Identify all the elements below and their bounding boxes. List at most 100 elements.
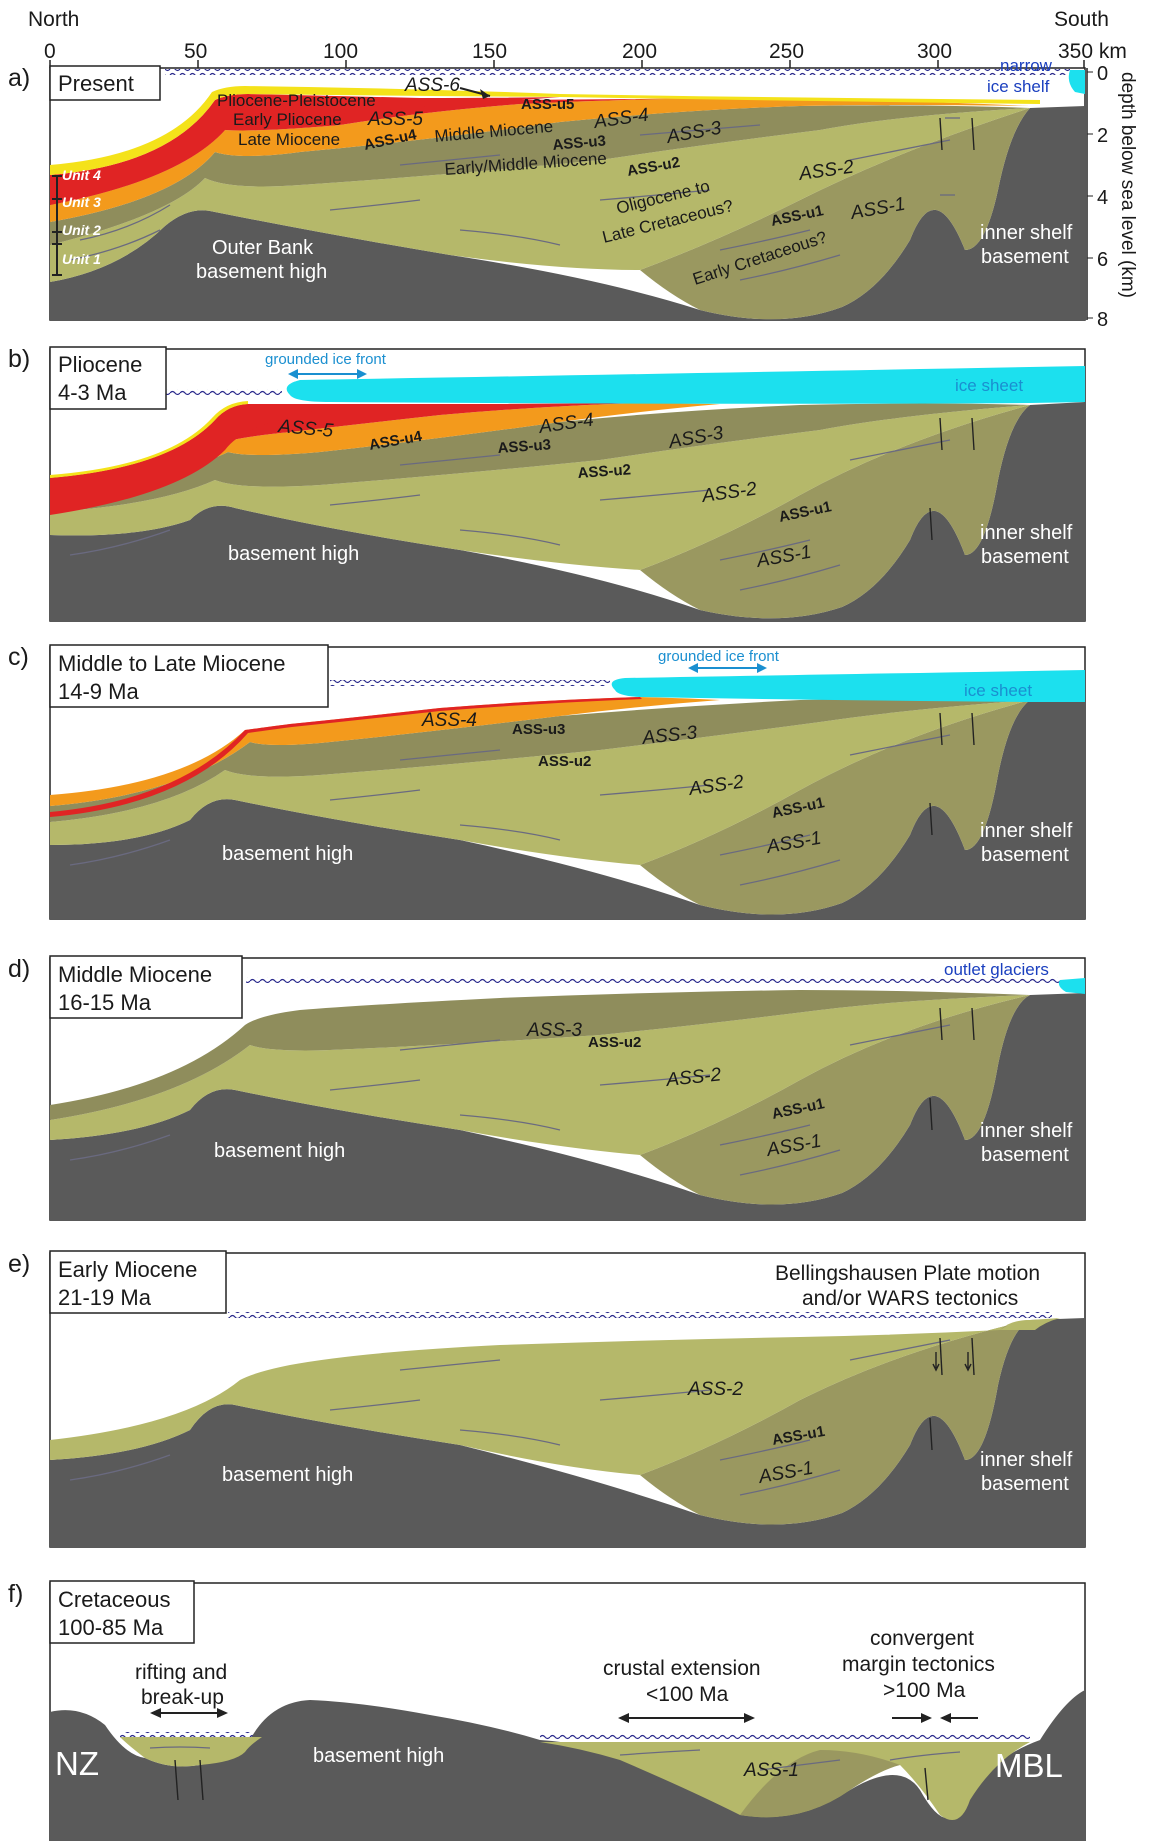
ass5-label: ASS-5 xyxy=(367,109,423,130)
inner-shelf-label: inner shelf xyxy=(980,1449,1073,1471)
crustal-age-label: <100 Ma xyxy=(646,1683,729,1706)
x-tick-label: 150 xyxy=(472,40,507,63)
inner-basement-label: basement xyxy=(981,1144,1069,1166)
mbl-label: MBL xyxy=(995,1747,1063,1784)
internal-reflectors xyxy=(69,1339,951,1496)
ass-u3-label: ASS-u3 xyxy=(512,721,565,738)
y-tick-label: 2 xyxy=(1097,125,1108,147)
strata-ass-1 xyxy=(640,700,1030,915)
panel-title-box xyxy=(49,65,161,101)
basement xyxy=(50,106,1085,320)
y-tick-label: 0 xyxy=(1097,63,1108,85)
basement xyxy=(50,698,1085,919)
plate-motion-label: Bellingshausen Plate motion xyxy=(775,1262,1040,1285)
x-tick-label: 300 xyxy=(917,40,952,63)
panel-b: b) Pliocene 4-3 Ma grounded ice front ic… xyxy=(8,345,1086,622)
panel-letter: e) xyxy=(8,1250,30,1278)
plio-label: Pliocene-Pleistocene xyxy=(217,91,376,110)
strata-ass-1-left xyxy=(120,1737,262,1767)
inner-shelf-label: inner shelf xyxy=(980,820,1073,842)
convergent-label: convergent xyxy=(870,1627,974,1650)
basement-high-label: basement high xyxy=(222,1464,353,1486)
inner-basement-label: basement xyxy=(981,1473,1069,1495)
outer-bank-label: Outer Bank xyxy=(212,237,314,259)
rifting-label: rifting and xyxy=(135,1661,227,1684)
strata-ass-1 xyxy=(640,405,1030,619)
strata-ass-4 xyxy=(50,697,720,806)
strata-ass-4 xyxy=(50,98,1030,222)
panel-letter: f) xyxy=(8,1580,23,1608)
internal-reflectors xyxy=(69,439,951,591)
strata-ass-5-body xyxy=(50,94,560,205)
basement-high-label: basement high xyxy=(228,543,359,565)
strata-yellow-rim xyxy=(50,401,248,478)
south-label: South xyxy=(1054,8,1109,31)
margin-tectonics-label: margin tectonics xyxy=(842,1653,995,1676)
basement-high-label: basement high xyxy=(313,1745,444,1767)
panel-subtitle: 16-15 Ma xyxy=(58,990,152,1015)
late-mio-label: Late Miocene xyxy=(238,130,340,149)
ice-sheet xyxy=(286,366,1086,404)
x-tick-label: 250 xyxy=(769,40,804,63)
outlet-glacier xyxy=(1058,978,1085,994)
panel-subtitle: 4-3 Ma xyxy=(58,380,127,405)
panel-f: f) Cretaceous 100-85 Ma rifting and brea… xyxy=(8,1580,1086,1841)
internal-reflectors xyxy=(69,117,960,281)
x-tick-label: 350 km xyxy=(1058,40,1127,63)
panel-title-box xyxy=(49,346,167,410)
x-tick-label: 0 xyxy=(44,40,56,63)
outer-basement-label: basement high xyxy=(196,261,327,283)
internal-reflectors xyxy=(69,1024,951,1176)
ice-sheet-label: ice sheet xyxy=(955,376,1023,395)
basement xyxy=(50,1318,1085,1547)
arrow-head xyxy=(921,1713,951,1723)
inner-basement-label: basement xyxy=(981,844,1069,866)
panel-d: d) Middle Miocene 16-15 Ma outlet glacie… xyxy=(8,955,1086,1221)
strata-ass-2 xyxy=(50,108,1030,282)
faults xyxy=(939,117,975,151)
panel-letter: a) xyxy=(8,64,30,92)
strata-ass-3 xyxy=(50,105,1030,245)
faults xyxy=(929,1337,975,1451)
grounded-label: grounded ice front xyxy=(658,648,780,665)
panel-letter: b) xyxy=(8,345,30,373)
panel-subtitle: 21-19 Ma xyxy=(58,1285,152,1310)
y-axis-label: depth below sea level (km) xyxy=(1117,72,1138,298)
panel-e: e) Early Miocene 21-19 Ma Bellingshausen… xyxy=(8,1250,1086,1548)
ice-shelf-label: ice shelf xyxy=(987,77,1050,96)
ass4-label: ASS-4 xyxy=(421,710,477,731)
internal-reflectors xyxy=(69,734,951,886)
panel-a: a) Present narrow ice shelf ASS-6 Plioce… xyxy=(8,56,1086,321)
basement xyxy=(50,993,1085,1220)
ass-u2-label: ASS-u2 xyxy=(588,1034,641,1051)
ass2-label: ASS-2 xyxy=(687,1379,743,1400)
narrow-label: narrow xyxy=(1000,56,1053,75)
ass-u2-label: ASS-u2 xyxy=(538,753,591,770)
ass5-label: ASS-5 xyxy=(277,416,335,442)
y-tick-label: 8 xyxy=(1097,309,1108,331)
x-tick-label: 50 xyxy=(184,40,207,63)
unit-bar xyxy=(52,175,62,276)
ice-sheet xyxy=(611,670,1085,702)
north-label: North xyxy=(28,8,79,31)
x-tick-label: 200 xyxy=(622,40,657,63)
faults xyxy=(929,1007,975,1131)
ass1-label: ASS-1 xyxy=(743,1760,799,1781)
grounded-label: grounded ice front xyxy=(265,351,387,368)
inner-basement-label: basement xyxy=(981,246,1069,268)
outlet-glaciers-label: outlet glaciers xyxy=(944,960,1049,979)
strata-red-rim xyxy=(50,697,642,817)
strata-ass-3 xyxy=(50,403,1030,512)
basement-high-label: basement high xyxy=(214,1140,345,1162)
unit3-label: Unit 3 xyxy=(62,194,101,210)
ice-sheet-label: ice sheet xyxy=(964,681,1032,700)
breakup-label: break-up xyxy=(141,1686,224,1709)
strata-ass-3 xyxy=(50,990,1030,1120)
sea-surface xyxy=(120,1732,1030,1740)
strata-ass-1 xyxy=(640,995,1030,1205)
panel-title: Middle Miocene xyxy=(58,962,212,987)
panel-title-box xyxy=(49,644,329,708)
panel-letter: d) xyxy=(8,955,30,983)
early-plio-label: Early Pliocene xyxy=(233,110,342,129)
